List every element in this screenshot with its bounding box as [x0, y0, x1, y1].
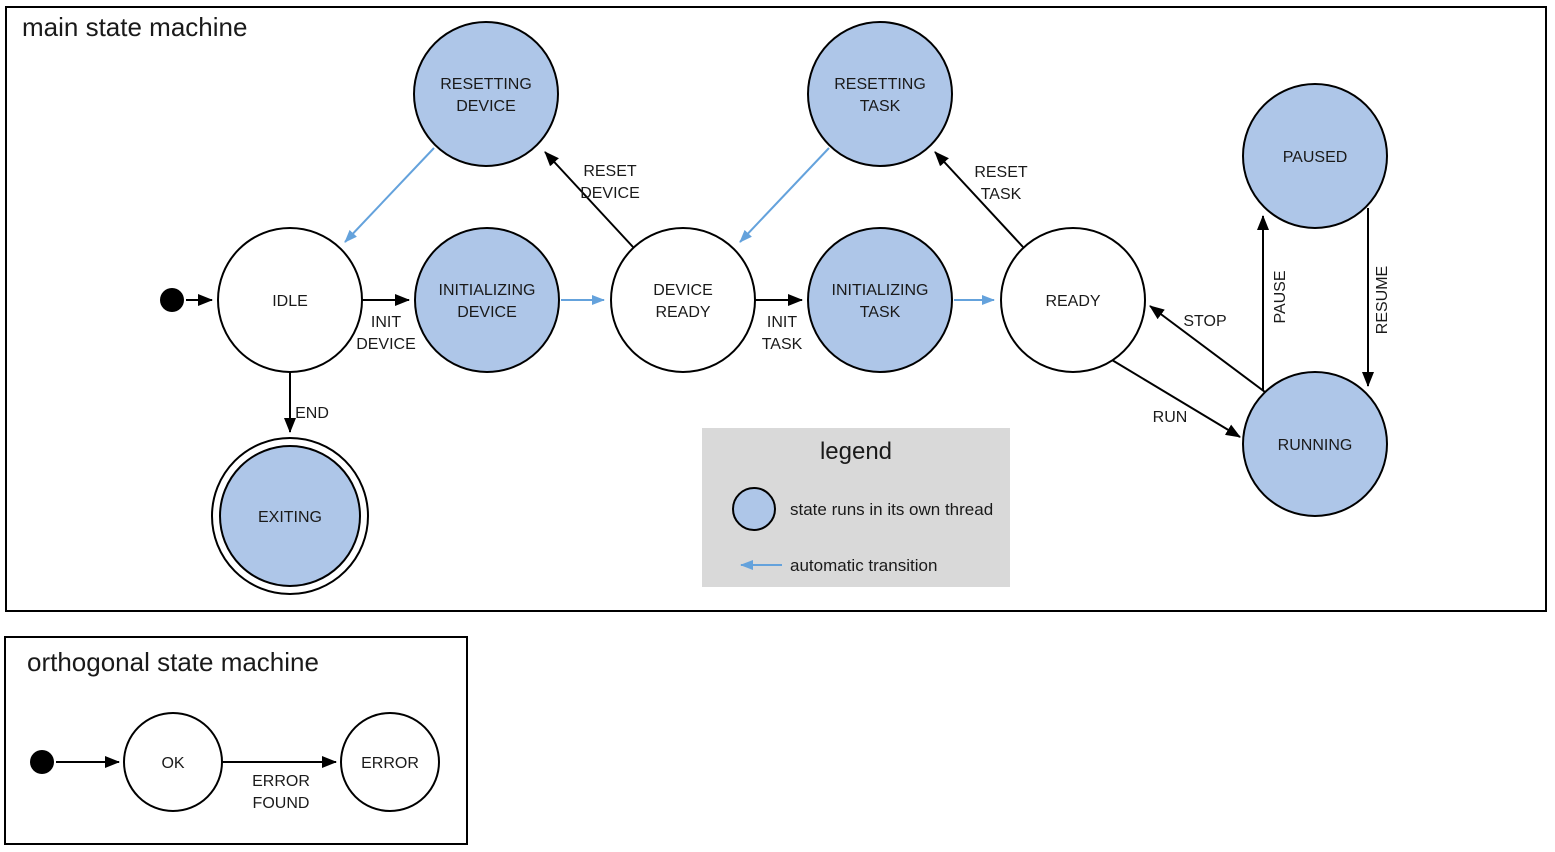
- state-label-running: RUNNING: [1278, 437, 1353, 454]
- state-ready: [1000, 227, 1146, 373]
- state-initializing-device: [414, 227, 560, 373]
- transition-label-stop: STOP: [1183, 313, 1226, 330]
- transition-label-init-device: DEVICE: [356, 336, 416, 353]
- state-device-ready: [610, 227, 756, 373]
- orthogonal-machine-title: orthogonal state machine: [27, 647, 319, 677]
- transition-label-end: END: [295, 405, 329, 422]
- transition-label-error-found: ERROR: [252, 773, 310, 790]
- transition-device-ready-to-resetting-device: [544, 151, 634, 248]
- state-label-ok: OK: [161, 755, 184, 772]
- transition-label-error-found: FOUND: [253, 795, 310, 812]
- legend-threaded-state-icon: [732, 487, 776, 531]
- state-resetting-device: [413, 21, 559, 167]
- state-label-initializing-task: INITIALIZING: [832, 282, 929, 299]
- auto-transition-resetting-task-to-device-ready: [739, 147, 830, 243]
- state-label-ready: READY: [1045, 293, 1100, 310]
- legend-title: legend: [820, 438, 892, 465]
- orthogonal-machine-frame: [4, 636, 468, 845]
- transition-label-init-device: INIT: [371, 314, 401, 331]
- transition-label-reset-task: RESET: [974, 164, 1028, 181]
- state-label-device-ready: DEVICE: [653, 282, 713, 299]
- transition-label-reset-device: DEVICE: [580, 185, 640, 202]
- state-paused: [1242, 83, 1388, 229]
- state-resetting-task: [807, 21, 953, 167]
- main-start-dot: [160, 288, 184, 312]
- transition-label-pause: PAUSE: [1272, 270, 1289, 323]
- transition-label-init-task: TASK: [762, 336, 803, 353]
- legend-threaded-state-label: state runs in its own thread: [790, 500, 993, 519]
- legend-auto-transition-label: automatic transition: [790, 556, 937, 575]
- state-idle: [217, 227, 363, 373]
- transition-label-resume: RESUME: [1374, 266, 1391, 334]
- orthogonal-start-dot: [30, 750, 54, 774]
- state-label-initializing-task: TASK: [860, 304, 901, 321]
- state-label-exiting: EXITING: [258, 509, 322, 526]
- transition-label-reset-task: TASK: [981, 186, 1022, 203]
- transition-running-to-ready: [1149, 305, 1266, 393]
- state-label-resetting-device: DEVICE: [456, 98, 516, 115]
- state-label-resetting-task: RESETTING: [834, 76, 926, 93]
- main-machine-title: main state machine: [22, 12, 247, 42]
- auto-transition-resetting-device-to-idle: [344, 147, 435, 243]
- state-label-idle: IDLE: [272, 293, 308, 310]
- transition-label-init-task: INIT: [767, 314, 797, 331]
- state-label-resetting-task: TASK: [860, 98, 901, 115]
- transition-label-run: RUN: [1153, 409, 1188, 426]
- state-label-resetting-device: RESETTING: [440, 76, 532, 93]
- state-initializing-task: [807, 227, 953, 373]
- state-ok: [123, 712, 223, 812]
- transition-ready-to-running: [1111, 359, 1241, 438]
- state-label-error: ERROR: [361, 755, 419, 772]
- state-label-paused: PAUSED: [1283, 149, 1348, 166]
- state-label-device-ready: READY: [655, 304, 710, 321]
- state-label-initializing-device: DEVICE: [457, 304, 517, 321]
- transition-ready-to-resetting-task: [934, 151, 1024, 248]
- state-exiting: [219, 445, 361, 587]
- transition-label-reset-device: RESET: [583, 163, 637, 180]
- state-label-initializing-device: INITIALIZING: [439, 282, 536, 299]
- state-error: [340, 712, 440, 812]
- state-running: [1242, 371, 1388, 517]
- main-machine-frame: [5, 6, 1547, 612]
